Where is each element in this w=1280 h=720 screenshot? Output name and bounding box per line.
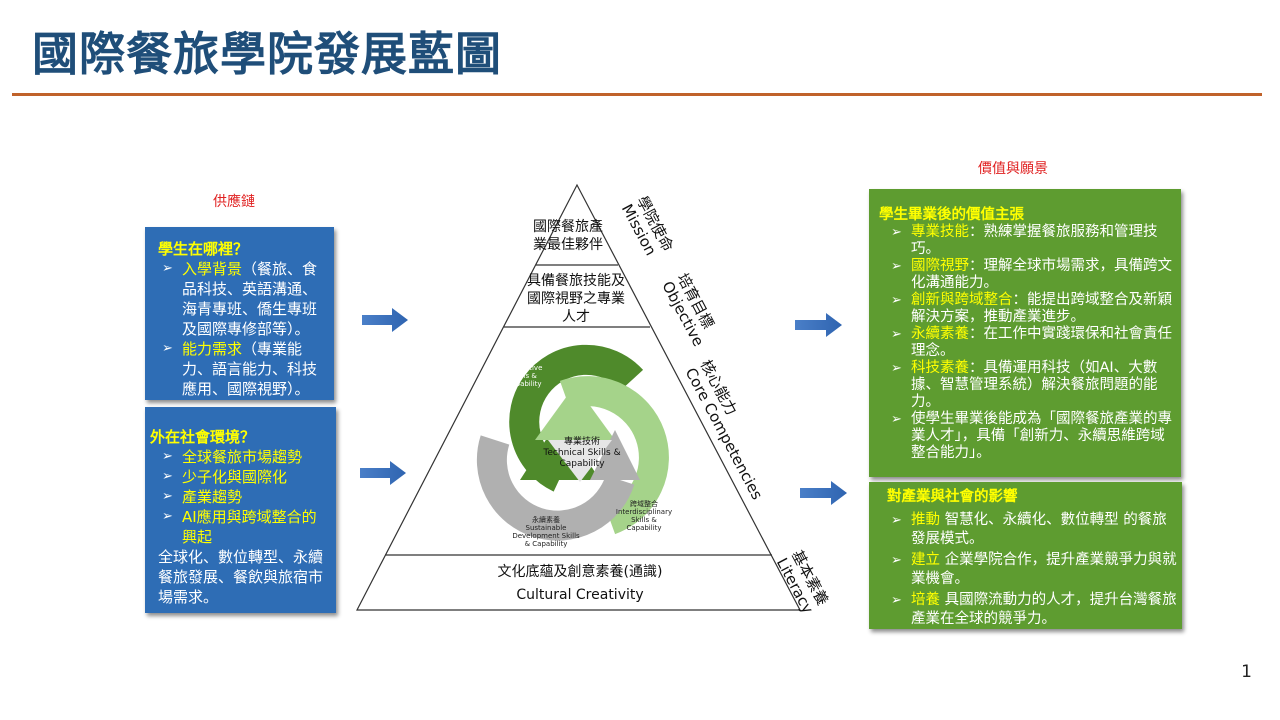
item-key: 創新與跨域整合 bbox=[911, 292, 1013, 308]
item-text: 使學生畢業後能成為「國際餐旅產業的專業人才」，具備「創新力、永續思維跨域整合能力… bbox=[911, 411, 1172, 461]
right-arrow-icon bbox=[795, 313, 842, 337]
item-text: ：理解全球市場需求，具備跨文化溝通能力。 bbox=[911, 258, 1172, 291]
list-item: 專業技能：熟練掌握餐旅服務和管理技巧。 bbox=[887, 224, 1177, 258]
item-key: 能力需求 bbox=[182, 340, 243, 358]
box-heading: 學生畢業後的價值主張 bbox=[879, 207, 1024, 223]
pyramid-diagram bbox=[356, 183, 801, 611]
item-key: 科技素養 bbox=[911, 360, 969, 376]
sustainable-arc bbox=[476, 435, 635, 541]
page-number: 1 bbox=[1241, 662, 1252, 682]
sustainable-label-zh: 永續素養 bbox=[532, 516, 560, 524]
item-text: ：熟練掌握餐旅服務和管理技巧。 bbox=[911, 224, 1158, 257]
right-arrow-icon bbox=[362, 308, 408, 332]
list-item: 少子化與國際化 bbox=[158, 467, 330, 487]
list-item: 國際視野：理解全球市場需求，具備跨文化溝通能力。 bbox=[887, 258, 1177, 292]
item-text: 具國際流動力的人才，提升台灣餐旅產業在全球的競爭力。 bbox=[911, 592, 1177, 627]
box-heading: 學生在哪裡？ bbox=[158, 240, 249, 258]
item-key: 專業技能 bbox=[911, 224, 969, 240]
core-competency-cycle bbox=[476, 344, 669, 541]
list-item: 產業趨勢 bbox=[158, 487, 330, 507]
innovation-label-en: Innovative Skills & Capability bbox=[505, 364, 543, 388]
item-text: ：能提出跨域整合及新穎解決方案，推動產業進步。 bbox=[911, 292, 1172, 325]
list-item: 能力需求（專業能力、語言能力、科技應用、國際視野）。 bbox=[158, 339, 328, 399]
list-item: AI應用與跨域整合的興起 bbox=[158, 507, 330, 547]
page-title: 國際餐旅學院發展藍圖 bbox=[32, 27, 502, 81]
right-arrow-icon bbox=[800, 481, 847, 505]
item-text: ：在工作中實踐環保和社會責任理念。 bbox=[911, 326, 1172, 359]
list-item: 建立 企業學院合作，提升產業競爭力與就業機會。 bbox=[887, 551, 1178, 589]
box-heading: 外在社會環境？ bbox=[150, 428, 256, 446]
item-text: 智慧化、永續化、數位轉型 的餐旅發展模式。 bbox=[911, 512, 1167, 547]
innovation-label-zh: 智慧創新 bbox=[510, 356, 538, 364]
external-environment-box: 外在社會環境？ 全球餐旅市場趨勢 少子化與國際化 產業趨勢 AI應用與跨域整合的… bbox=[145, 407, 336, 613]
list-item: 推動 智慧化、永續化、數位轉型 的餐旅發展模式。 bbox=[887, 511, 1178, 549]
interdisciplinary-arc bbox=[559, 376, 669, 535]
list-item: 全球餐旅市場趨勢 bbox=[158, 447, 330, 467]
sustainable-arrowhead bbox=[590, 430, 640, 480]
title-divider bbox=[12, 93, 1262, 96]
interdisciplinary-label-en: Interdisciplinary Skills & Capability bbox=[615, 508, 673, 532]
literacy-text-en: Cultural Creativity bbox=[516, 587, 644, 603]
list-item: 使學生畢業後能成為「國際餐旅產業的專業人才」，具備「創新力、永續思維跨域整合能力… bbox=[887, 411, 1177, 462]
item-text: ：具備運用科技（如AI、大數據、智慧管理系統）解決餐旅問題的能力。 bbox=[911, 360, 1158, 410]
list-item: 創新與跨域整合：能提出跨域整合及新穎解決方案，推動產業進步。 bbox=[887, 292, 1177, 326]
list-item: 永續素養：在工作中實踐環保和社會責任理念。 bbox=[887, 326, 1177, 360]
literacy-text-zh: 文化底蘊及創意素養(通識) bbox=[497, 564, 663, 580]
mission-text: 國際餐旅產業最佳夥伴 bbox=[533, 219, 603, 253]
item-text: 企業學院合作，提升產業競爭力與就業機會。 bbox=[911, 552, 1177, 587]
item-key: 建立 bbox=[911, 552, 940, 568]
value-proposition-box: 學生畢業後的價值主張 專業技能：熟練掌握餐旅服務和管理技巧。 國際視野：理解全球… bbox=[869, 189, 1181, 477]
item-key: 入學背景 bbox=[182, 260, 243, 278]
industry-impact-box: 對產業與社會的影響 推動 智慧化、永續化、數位轉型 的餐旅發展模式。 建立 企業… bbox=[869, 482, 1182, 629]
supply-chain-label: 供應鏈 bbox=[213, 194, 255, 210]
interdisciplinary-arrowhead bbox=[535, 385, 615, 440]
center-label-en: Technical Skills & Capability bbox=[543, 448, 621, 469]
list-item: 科技素養：具備運用科技（如AI、大數據、智慧管理系統）解決餐旅問題的能力。 bbox=[887, 360, 1177, 411]
list-item: 入學背景（餐旅、食品科技、英語溝通、海青專班、僑生專班及國際專修部等）。 bbox=[158, 259, 328, 339]
sustainable-label-en: Sustainable Development Skills & Capabil… bbox=[512, 524, 580, 548]
item-key: 國際視野 bbox=[911, 258, 969, 274]
right-arrow-icon bbox=[360, 461, 406, 485]
interdisciplinary-label-zh: 跨域整合 bbox=[630, 500, 658, 508]
center-label-zh: 專業技術 bbox=[563, 437, 600, 447]
item-text: （餐旅、食品科技、英語溝通、海青專班、僑生專班及國際專修部等）。 bbox=[182, 260, 318, 338]
environment-note: 全球化、數位轉型、永續餐旅發展、餐飲與旅宿市場需求。 bbox=[158, 548, 324, 606]
box-heading: 對產業與社會的影響 bbox=[887, 489, 1018, 505]
item-key: 永續素養 bbox=[911, 326, 969, 342]
item-key: 培養 bbox=[911, 592, 940, 608]
student-origin-box: 學生在哪裡？ 入學背景（餐旅、食品科技、英語溝通、海青專班、僑生專班及國際專修部… bbox=[145, 227, 334, 400]
objective-text: 具備餐旅技能及國際視野之專業人才 bbox=[527, 273, 625, 325]
value-vision-label: 價值與願景 bbox=[978, 161, 1048, 177]
item-key: 推動 bbox=[911, 512, 940, 528]
item-text: （專業能力、語言能力、科技應用、國際視野）。 bbox=[182, 340, 318, 398]
list-item: 培養 具國際流動力的人才，提升台灣餐旅產業在全球的競爭力。 bbox=[887, 591, 1178, 629]
